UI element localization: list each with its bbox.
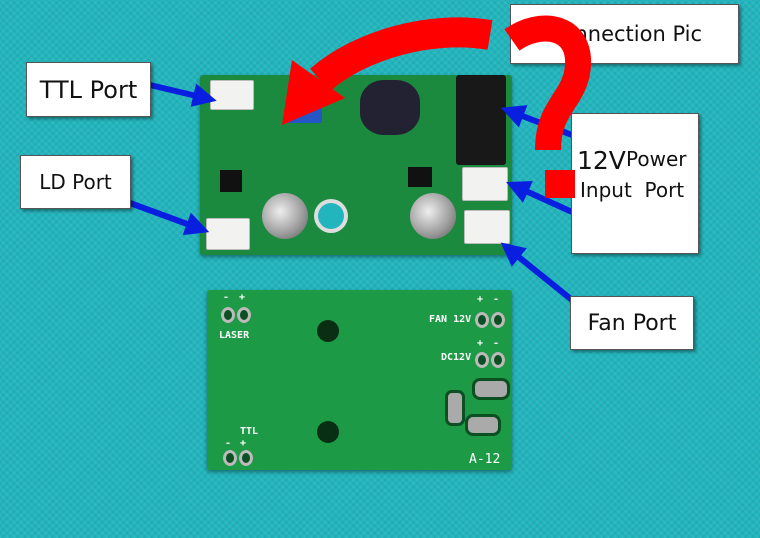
inductor (360, 80, 420, 135)
hole (317, 320, 339, 342)
power-input-label: 12V Power Input Port (571, 113, 699, 254)
ttl-minus: - (225, 438, 232, 449)
ttl-arrow (149, 82, 217, 107)
power-connector (462, 167, 508, 201)
connection-pic-label: Connection Pic (510, 4, 739, 64)
ttl-label: TTL (240, 426, 259, 437)
ld-arrow (128, 200, 210, 236)
fan-minus: - (493, 294, 500, 305)
fan-pad (475, 312, 489, 328)
input-port-text: Input Port (580, 178, 685, 202)
power-12v-text: 12V (577, 146, 626, 175)
fan-label: FAN 12V (429, 314, 472, 325)
capacitor-right (410, 193, 456, 239)
laser-pad (237, 307, 251, 323)
top-pcb (200, 75, 512, 255)
ic-chip (220, 170, 242, 192)
dc-jack (456, 75, 506, 165)
power-arrow (506, 181, 574, 215)
red-question-mark (504, 15, 591, 151)
ttl-connector (210, 80, 254, 110)
red-question-dot (545, 170, 575, 198)
dc-pad (475, 352, 489, 368)
fan-pad (491, 312, 505, 328)
fan-connector (464, 210, 510, 244)
hole (317, 421, 339, 443)
bottom-pcb: - + LASER TTL - + + - FAN 12V + - DC12V … (207, 290, 512, 470)
fan-arrow (500, 242, 574, 303)
ic-chip (408, 167, 432, 187)
capacitor-left (262, 193, 308, 239)
ttl-pad (223, 450, 237, 466)
ttl-pad (239, 450, 253, 466)
jack-pad (445, 390, 465, 426)
model-label: A-12 (469, 452, 501, 467)
ld-connector (206, 218, 250, 250)
dc-label: DC12V (441, 352, 472, 363)
red-curved-arrow (310, 17, 493, 92)
laser-pad (221, 307, 235, 323)
mounting-hole (318, 203, 344, 229)
laser-plus: + (239, 292, 246, 303)
ld-port-label: LD Port (20, 155, 131, 209)
dc-minus: - (493, 338, 500, 349)
dc-plus: + (477, 338, 484, 349)
ttl-plus: + (240, 438, 247, 449)
fan-plus: + (477, 294, 484, 305)
ttl-port-label: TTL Port (26, 62, 151, 117)
fan-port-label: Fan Port (570, 296, 694, 350)
red-arrowhead (282, 60, 345, 125)
jack-pad (465, 414, 501, 436)
dc-pad (491, 352, 505, 368)
power-text: Power (626, 147, 687, 171)
jack-pad (472, 378, 510, 400)
laser-minus: - (223, 292, 230, 303)
laser-label: LASER (219, 330, 250, 341)
